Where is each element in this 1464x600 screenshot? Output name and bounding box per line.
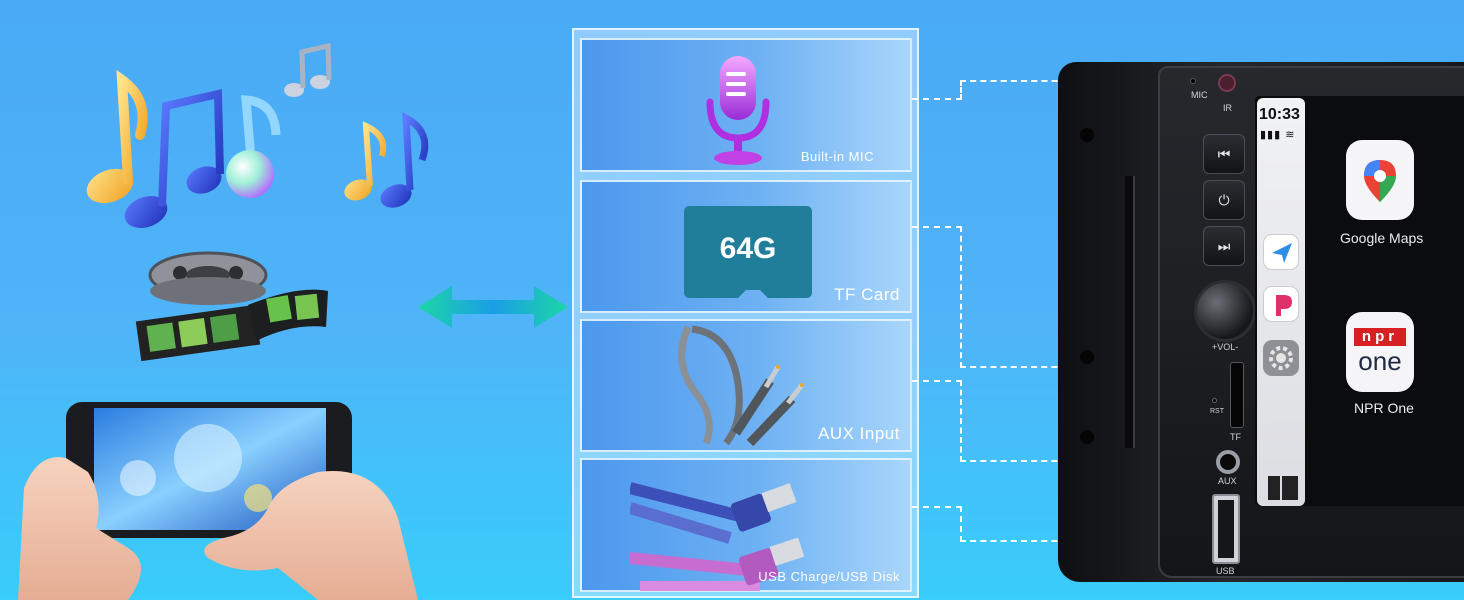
- tf-slot-label: TF: [1230, 432, 1241, 442]
- reset-hole[interactable]: [1212, 398, 1217, 403]
- volume-label: +VOL-: [1212, 342, 1239, 352]
- chassis-screw-3: [1080, 430, 1094, 444]
- navigation-arrow-icon: [1272, 243, 1292, 263]
- signal-wifi-icon: ▮▮▮ ≋: [1260, 129, 1296, 141]
- npr-one-app[interactable]: npr one: [1346, 312, 1414, 392]
- connector-line-aux: [912, 380, 962, 382]
- aux-cable-icon: [678, 325, 804, 447]
- previous-track-button[interactable]: ⏮: [1203, 134, 1245, 174]
- settings-gear-icon: [1269, 346, 1293, 370]
- chassis-screw-2: [1080, 350, 1094, 364]
- feature-card-usb: USB Charge/USB Disk: [580, 458, 912, 592]
- connector-line-tf: [912, 226, 962, 228]
- mic-label: MIC: [1191, 90, 1208, 100]
- connector-line-tf-v: [960, 226, 962, 368]
- npr-one-label: NPR One: [1354, 400, 1414, 416]
- chassis-screw-1: [1080, 128, 1094, 142]
- connector-line-usb: [912, 506, 962, 508]
- usb-port-inner: [1218, 500, 1234, 558]
- ir-label: IR: [1223, 103, 1232, 113]
- google-maps-icon: [1364, 160, 1396, 202]
- microphone-icon: [706, 56, 770, 165]
- feature-card-aux: AUX Input: [580, 319, 912, 452]
- music-notes-icon: [86, 42, 429, 228]
- tf-card-slot[interactable]: [1230, 362, 1244, 428]
- google-maps-app[interactable]: [1346, 140, 1414, 220]
- next-track-button[interactable]: ⏭: [1203, 226, 1245, 266]
- features-panel: Built-in MIC 64G TF Card AUX Input: [572, 28, 919, 598]
- feature-label-mic: Built-in MIC: [800, 149, 874, 164]
- usb-port-label: USB: [1216, 566, 1235, 576]
- carplay-podcast-app[interactable]: [1263, 286, 1299, 322]
- carplay-settings-app[interactable]: [1263, 340, 1299, 376]
- feature-label-usb: USB Charge/USB Disk: [758, 569, 900, 584]
- film-reel-icon: [135, 251, 328, 362]
- feature-card-tf: 64G TF Card: [580, 180, 912, 313]
- double-arrow-icon: [418, 286, 568, 328]
- pandora-icon: [1276, 295, 1292, 316]
- sd-card-icon: [684, 206, 812, 298]
- power-button[interactable]: ⏻: [1203, 180, 1245, 220]
- volume-knob[interactable]: [1194, 280, 1256, 342]
- mic-hole: [1190, 78, 1196, 84]
- npr-logo-bottom: one: [1358, 346, 1402, 376]
- ir-sensor: [1218, 74, 1236, 92]
- chassis-slot: [1125, 176, 1135, 448]
- smartphone-in-hands-image: [18, 402, 418, 600]
- carplay-nav-app[interactable]: [1263, 234, 1299, 270]
- feature-label-aux: AUX Input: [818, 424, 900, 443]
- next-icon: ⏭: [1217, 237, 1231, 254]
- status-time: 10:33: [1259, 106, 1300, 123]
- npr-logo-top: npr: [1354, 328, 1406, 346]
- dashboard-grid-icon[interactable]: [1268, 476, 1298, 500]
- previous-icon: ⏮: [1217, 145, 1231, 162]
- connector-line-usb-v: [960, 506, 962, 542]
- feature-label-tf: TF Card: [834, 285, 900, 304]
- usb-cable-icon: [630, 482, 805, 591]
- sd-card-capacity: 64G: [719, 232, 777, 265]
- reset-label: RST: [1210, 408, 1224, 415]
- connector-line-mic-v: [960, 80, 962, 100]
- google-maps-label: Google Maps: [1340, 230, 1424, 246]
- aux-jack[interactable]: [1216, 450, 1240, 474]
- feature-card-mic: Built-in MIC: [580, 38, 912, 172]
- aux-jack-label: AUX: [1218, 476, 1237, 486]
- power-icon: ⏻: [1218, 191, 1230, 208]
- connector-line-mic: [912, 98, 962, 100]
- connector-line-aux-v: [960, 380, 962, 462]
